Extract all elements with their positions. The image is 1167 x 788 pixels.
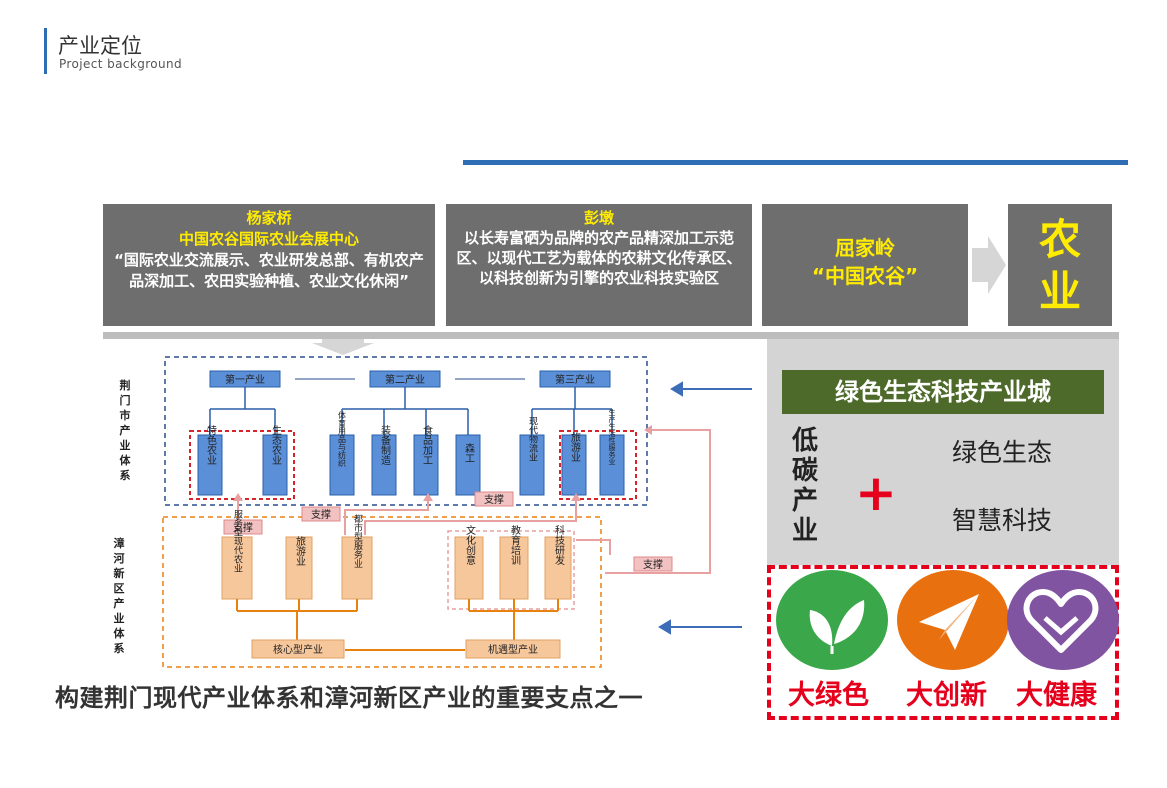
green-ecology-text: 绿色生态 bbox=[952, 438, 1053, 467]
card-yangjiaqiao: 杨家桥 中国农谷国际农业会展中心 “国际农业交流展示、农业研发总部、有机农产品深… bbox=[103, 204, 435, 326]
grey-strip bbox=[103, 332, 1119, 339]
support-tag: 支撑 bbox=[233, 521, 253, 534]
sector-label-2: 第二产业 bbox=[385, 373, 425, 386]
heart-icon bbox=[1007, 570, 1119, 670]
support-tag: 支撑 bbox=[311, 508, 331, 521]
industry-labels: 特色农业 生态农业 体育用品与纺织 装备制造 食品加工 森工 现代物流业 旅游业… bbox=[205, 408, 617, 468]
industry-label: 食品加工 bbox=[421, 424, 433, 465]
leaf-icon bbox=[776, 570, 888, 670]
big-innovation-label: 大创新 bbox=[906, 680, 987, 711]
blue-divider bbox=[463, 160, 1128, 165]
arrow-right-icon bbox=[972, 236, 1006, 294]
industry-label: 体育用品与纺织 bbox=[338, 410, 347, 468]
card-title: 屈家岭 bbox=[835, 236, 895, 260]
card-big-char-1: 农 bbox=[1038, 215, 1081, 264]
industry-label: 森工 bbox=[463, 442, 475, 463]
card-title: 杨家桥 bbox=[246, 209, 292, 227]
local-label: 教育培训 bbox=[509, 524, 521, 566]
low-carbon-label: 低碳产业 bbox=[791, 426, 818, 546]
industry-diagram: 第一产业 第二产业 第三产业 特色农业 生态农业 体育用品与纺织 装备制造 食品… bbox=[162, 356, 752, 668]
highlight-group-innovation bbox=[447, 530, 575, 610]
local-label: 都市型服务业 bbox=[352, 514, 363, 568]
big-green-label: 大绿色 bbox=[788, 680, 869, 711]
paper-plane-icon bbox=[897, 570, 1009, 670]
support-tag: 支撑 bbox=[484, 493, 504, 506]
local-label: 文化创意 bbox=[464, 524, 476, 565]
green-banner: 绿色生态科技产业城 bbox=[782, 370, 1104, 414]
support-arrowheads bbox=[233, 425, 652, 501]
opportunity-label: 机遇型产业 bbox=[488, 643, 538, 656]
card-pengdun: 彭墩 以长寿富硒为品牌的农产品精深加工示范区、以现代工艺为载体的农耕文化传承区、… bbox=[446, 204, 752, 326]
plus-sign: + bbox=[855, 464, 897, 522]
tree-connectors bbox=[209, 387, 613, 435]
page-subtitle: Project background bbox=[59, 57, 183, 71]
core-label: 核心型产业 bbox=[273, 643, 323, 656]
local-label: 旅游业 bbox=[294, 535, 306, 566]
industry-boxes bbox=[197, 434, 625, 496]
card-body: “国际农业交流展示、农业研发总部、有机农产品深加工、农田实验种植、农业文化休闲” bbox=[114, 251, 424, 290]
highlight-group-service bbox=[559, 430, 637, 500]
sector-label-3: 第三产业 bbox=[555, 373, 595, 386]
card-subtitle: 中国农谷国际农业会展中心 bbox=[178, 230, 359, 248]
industry-label: 特色农业 bbox=[205, 425, 217, 465]
zhanghe-system-box bbox=[162, 516, 602, 668]
local-boxes bbox=[221, 536, 572, 600]
card-title: 彭墩 bbox=[583, 209, 614, 227]
sector-label-1: 第一产业 bbox=[225, 373, 265, 386]
support-tags: 支撑 支撑 支撑 支撑 bbox=[223, 491, 673, 572]
highlight-group-agri bbox=[189, 430, 295, 500]
smart-tech-text: 智慧科技 bbox=[952, 506, 1053, 535]
local-label: 科技研发 bbox=[553, 524, 565, 566]
industry-label: 现代物流业 bbox=[527, 416, 538, 461]
card-agriculture: 农 业 bbox=[1008, 204, 1112, 326]
page-title: 产业定位 bbox=[58, 34, 142, 58]
local-labels: 服务型现代农业 旅游业 都市型服务业 文化创意 教育培训 科技研发 bbox=[232, 509, 565, 572]
industry-label: 旅游业 bbox=[569, 431, 581, 462]
industry-label: 生态农业 bbox=[270, 424, 282, 465]
local-label: 服务型现代农业 bbox=[232, 509, 243, 572]
industry-label: 装备制造 bbox=[379, 424, 391, 465]
side-label-zhanghe: 漳河新区产业体系 bbox=[113, 537, 125, 655]
card-big-char-2: 业 bbox=[1038, 267, 1081, 316]
industry-label: 生产生活性服务业 bbox=[608, 408, 616, 465]
left-arrows bbox=[658, 381, 752, 635]
card-body: 以长寿富硒为品牌的农产品精深加工示范区、以现代工艺为载体的农耕文化传承区、以科技… bbox=[456, 229, 742, 287]
header-accent-bar bbox=[44, 28, 47, 74]
core-connectors bbox=[236, 599, 559, 651]
core-box bbox=[251, 639, 345, 659]
arrow-down-icon bbox=[312, 339, 374, 355]
side-label-jingmen: 荆门市产业体系 bbox=[119, 379, 131, 482]
support-tag: 支撑 bbox=[643, 558, 663, 571]
card-subtitle: “中国农谷” bbox=[811, 264, 919, 288]
opportunity-box bbox=[465, 639, 561, 659]
big-health-label: 大健康 bbox=[1016, 680, 1097, 711]
card-qujialing: 屈家岭 “中国农谷” bbox=[762, 204, 968, 326]
red-dashed-frame bbox=[767, 565, 1119, 720]
bottom-caption: 构建荆门现代产业体系和漳河新区产业的重要支点之一 bbox=[55, 684, 643, 712]
